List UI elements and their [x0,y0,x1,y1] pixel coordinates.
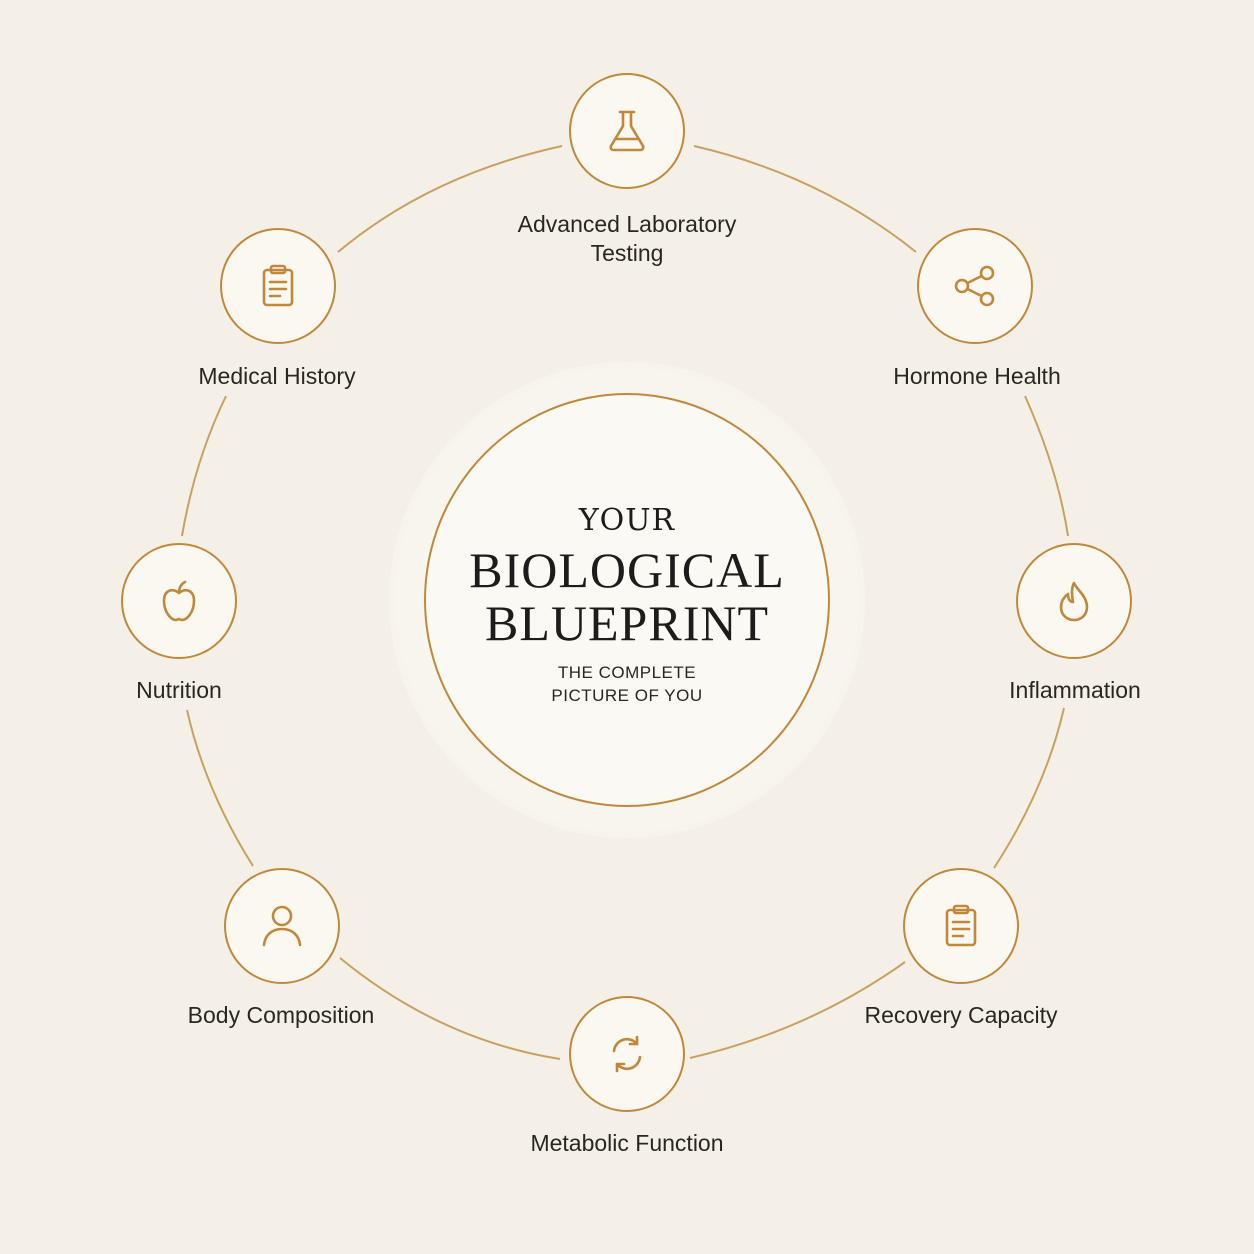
ring-arc-1 [693,145,917,253]
node-label: Nutrition [136,677,222,703]
person-icon [262,905,302,947]
node-advanced-laboratory-testing[interactable] [569,73,685,189]
node-nutrition[interactable] [121,543,237,659]
ring-arc-4 [689,961,906,1059]
clipboard-icon [945,904,977,947]
share-nodes-icon [954,265,995,307]
node-metabolic-function[interactable] [569,996,685,1112]
node-recovery-capacity[interactable] [903,868,1019,984]
ring-arc-7 [181,395,227,537]
refresh-arrows-icon [612,1035,642,1073]
flask-icon [609,110,645,152]
center-title-line3: BLUEPRINT [485,595,769,651]
ring-arc-5 [339,957,561,1060]
node-label: Medical History [198,363,356,389]
ring-arc-2 [1024,395,1069,537]
center-title-line1: YOUR [578,503,676,538]
ring-arc-3 [993,707,1065,869]
node-label: Inflammation [1009,677,1141,703]
center-circle: YOUR BIOLOGICAL BLUEPRINT THE COMPLETE P… [424,393,830,807]
node-hormone-health[interactable] [917,228,1033,344]
center-subtitle-line2: PICTURE OF YOU [551,686,703,705]
node-label: Recovery Capacity [864,1002,1058,1028]
ring-arc-8 [337,145,563,253]
node-medical-history[interactable] [220,228,336,344]
node-label: Advanced Laboratory Testing [517,211,737,266]
clipboard-icon [262,264,294,307]
node-body-composition[interactable] [224,868,340,984]
center-title-line2: BIOLOGICAL [469,542,785,598]
node-label: Metabolic Function [530,1130,724,1156]
center-subtitle-line1: THE COMPLETE [557,663,697,682]
ring-arc-6 [186,709,254,867]
apple-icon [162,580,196,622]
node-inflammation[interactable] [1016,543,1132,659]
flame-icon [1059,581,1089,622]
node-label: Body Composition [187,1002,375,1028]
node-label: Hormone Health [893,363,1061,389]
